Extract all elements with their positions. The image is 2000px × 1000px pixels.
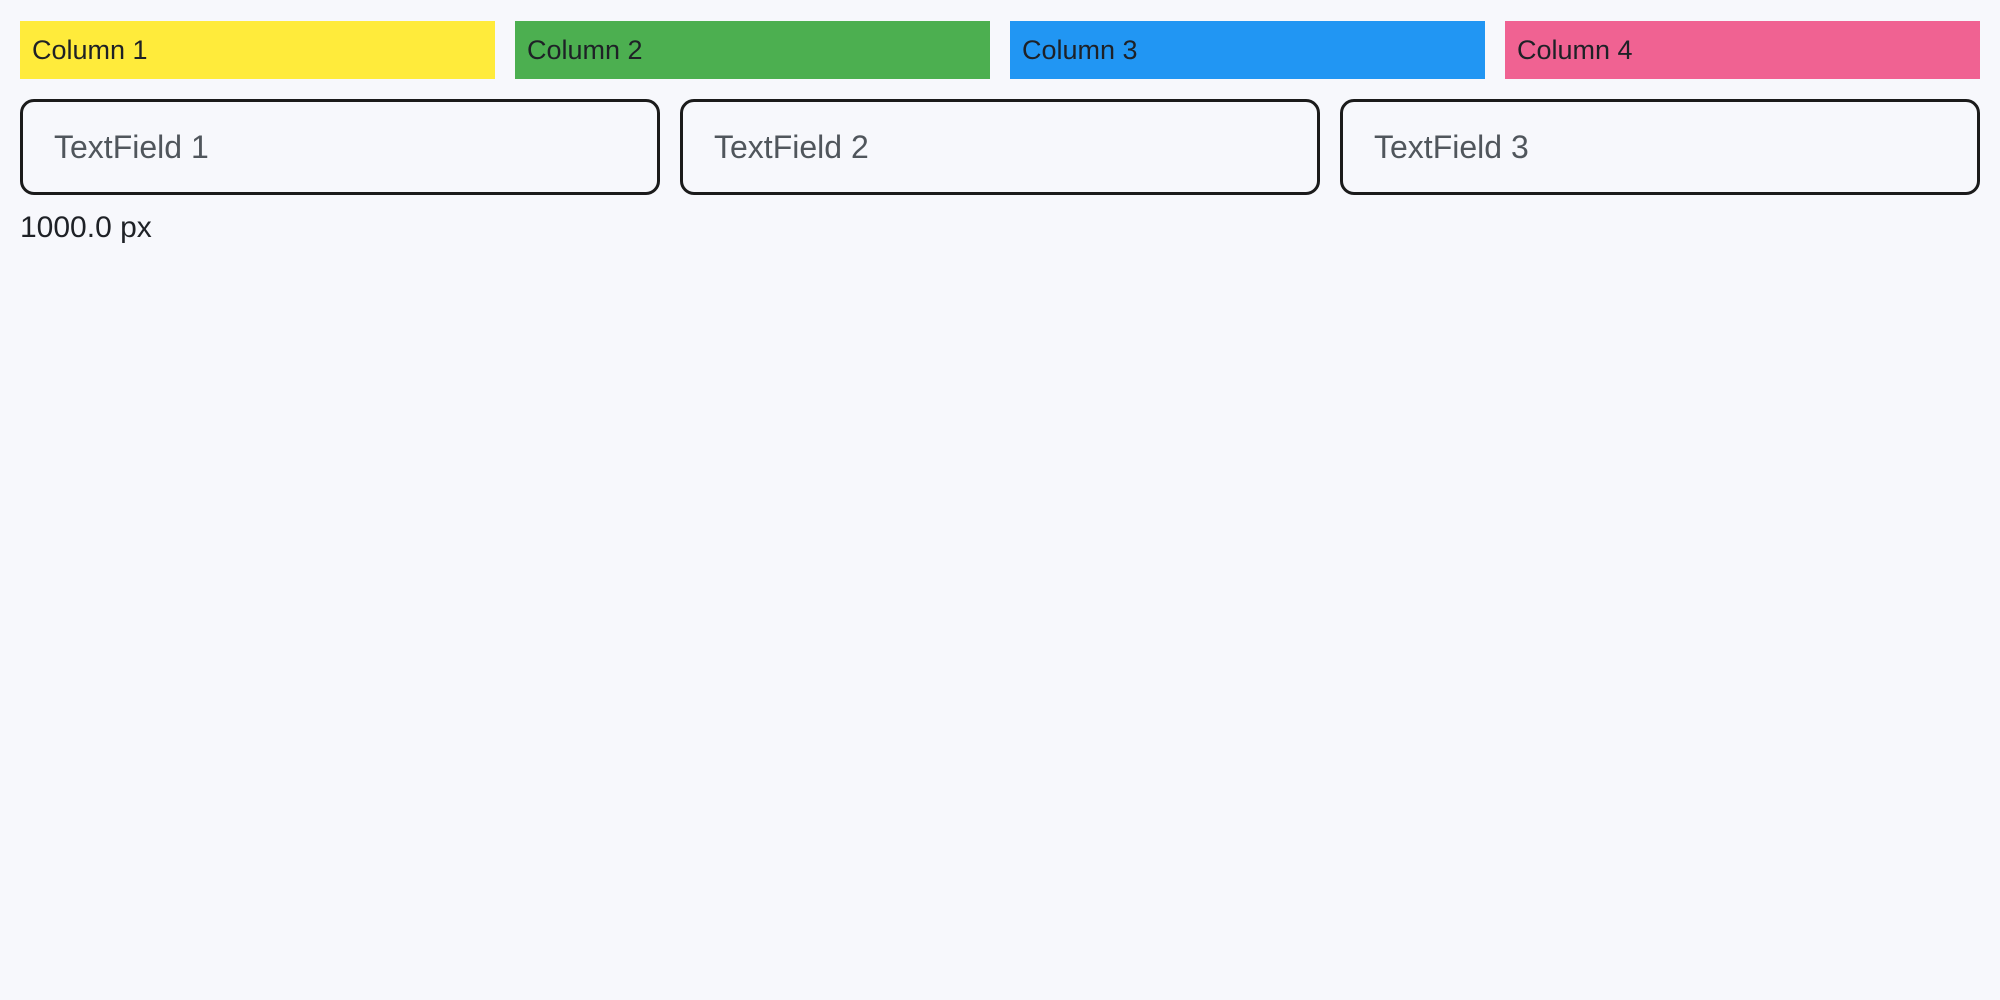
- column-1-label: Column 1: [32, 34, 148, 65]
- column-3: Column 3: [1010, 21, 1485, 79]
- textfield-3[interactable]: [1340, 99, 1980, 195]
- textfield-1[interactable]: [20, 99, 660, 195]
- size-label: 1000.0 px: [20, 211, 152, 244]
- columns-row: Column 1 Column 2 Column 3 Column 4: [20, 21, 1980, 79]
- column-1: Column 1: [20, 21, 495, 79]
- textfields-row: [20, 99, 1980, 195]
- textfield-2[interactable]: [680, 99, 1320, 195]
- column-2-label: Column 2: [527, 34, 643, 65]
- column-2: Column 2: [515, 21, 990, 79]
- column-4-label: Column 4: [1517, 34, 1633, 65]
- column-3-label: Column 3: [1022, 34, 1138, 65]
- column-4: Column 4: [1505, 21, 1980, 79]
